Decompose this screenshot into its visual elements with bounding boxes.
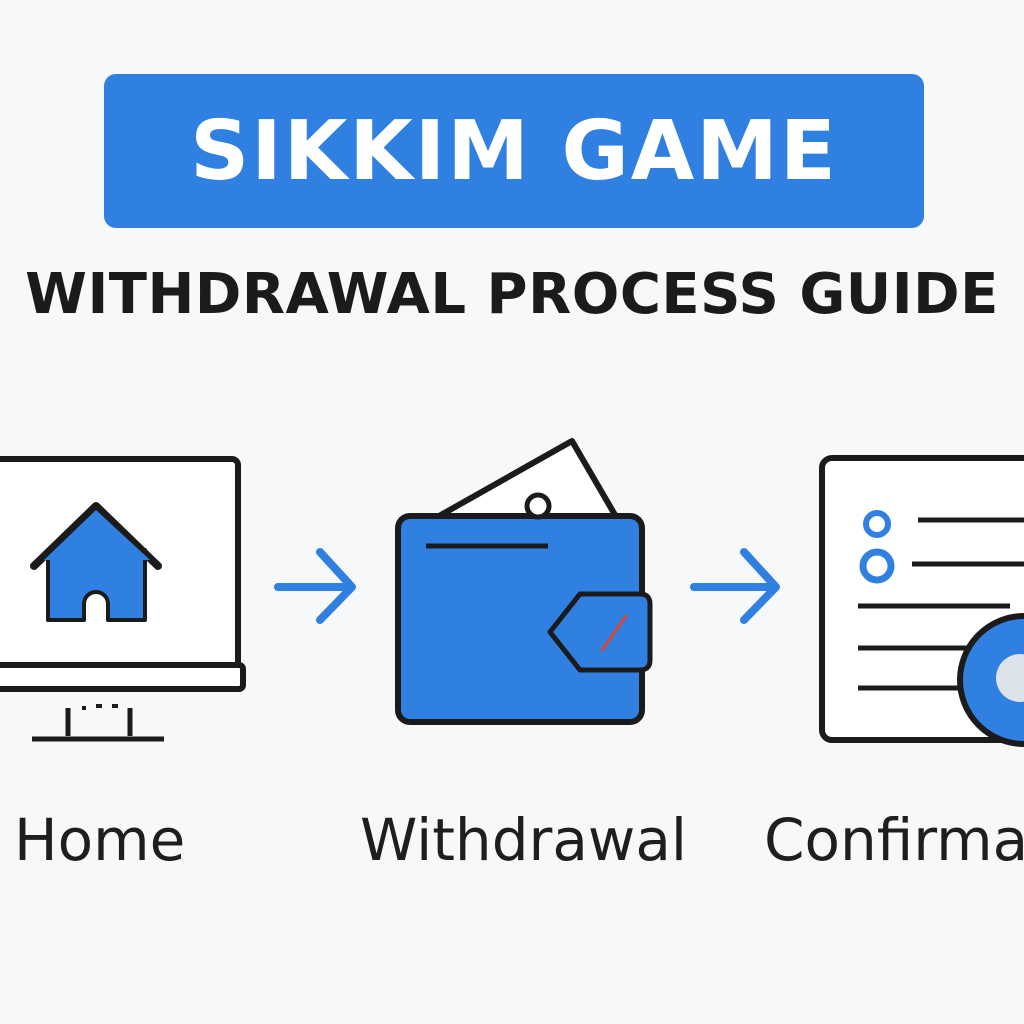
page-subtitle: WITHDRAWAL PROCESS GUIDE xyxy=(25,262,999,327)
step-label-confirmation: Confirmat xyxy=(764,806,1024,874)
house-icon xyxy=(30,502,162,622)
home-computer-icon xyxy=(0,456,246,742)
wallet-icon xyxy=(395,438,653,725)
document-check-icon xyxy=(819,455,1024,747)
step-label-home: Home xyxy=(14,806,186,874)
step-label-withdrawal: Withdrawal xyxy=(360,806,687,874)
banner-title: SIKKIM GAME xyxy=(190,103,838,199)
arrow-right-icon xyxy=(274,548,356,624)
arrow-right-icon xyxy=(690,548,780,624)
title-banner: SIKKIM GAME xyxy=(104,74,924,228)
